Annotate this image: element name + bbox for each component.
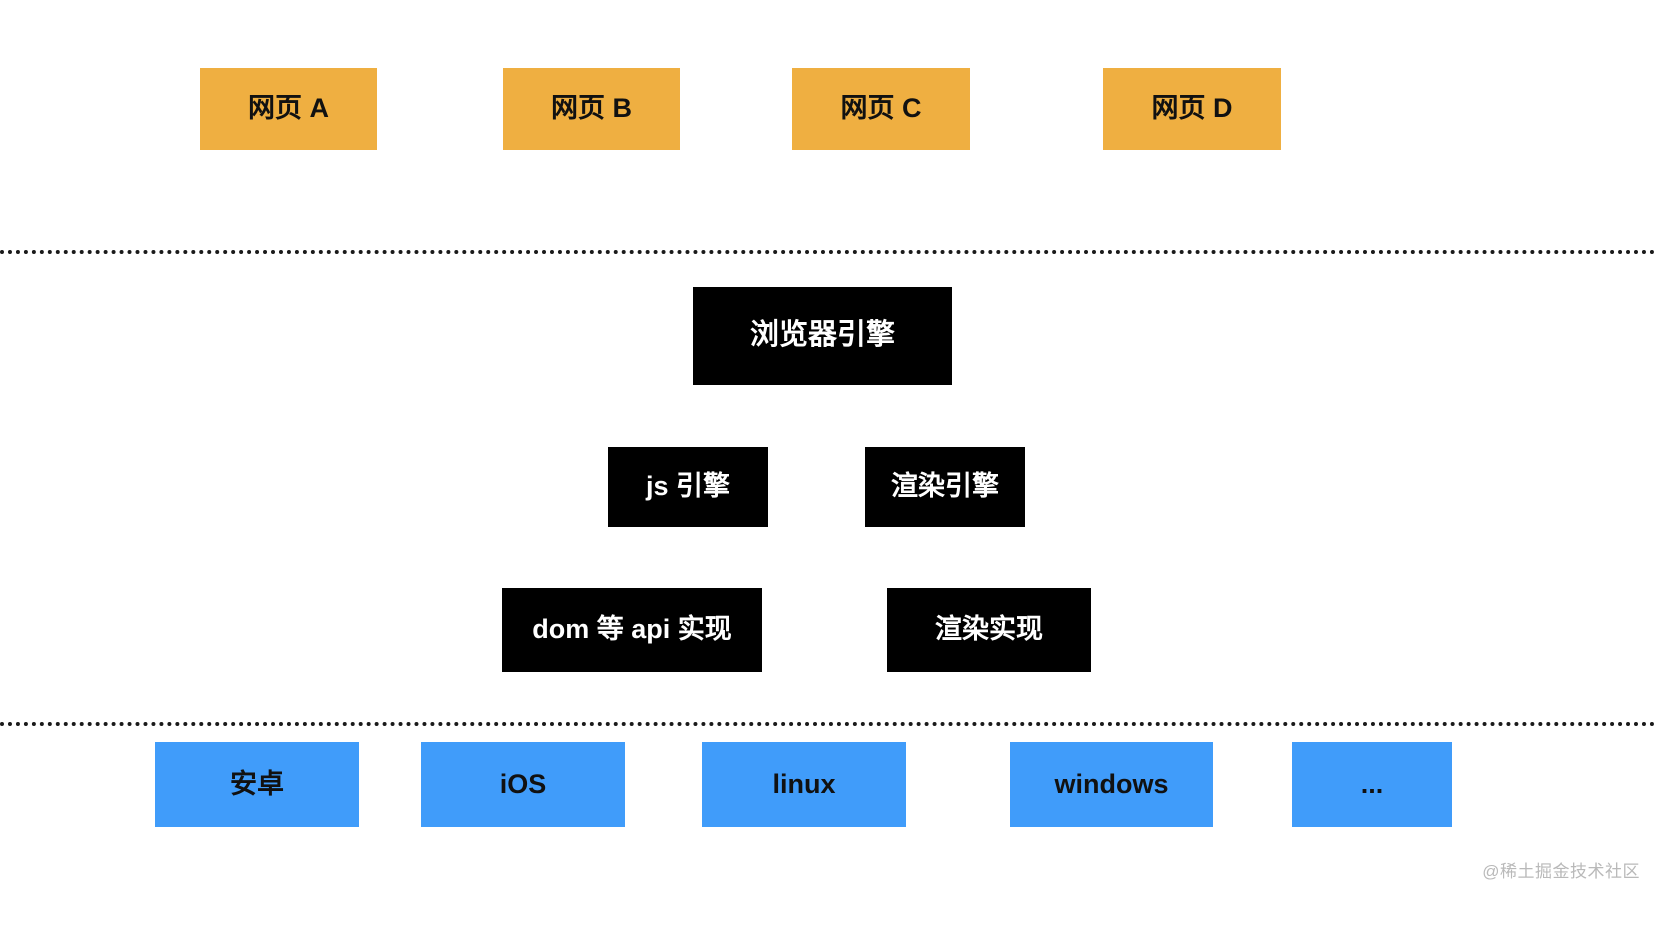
- web-page-label-d: 网页 D: [1151, 93, 1233, 124]
- platform-box-ios: iOS: [421, 742, 625, 827]
- dom-api-implementation-box: dom 等 api 实现: [502, 588, 762, 672]
- divider-web-browser: [0, 250, 1656, 254]
- render-implementation-label: 渲染实现: [935, 614, 1043, 645]
- render-engine-label: 渲染引擎: [891, 471, 999, 502]
- render-engine-box: 渲染引擎: [865, 447, 1025, 527]
- web-page-box-d: 网页 D: [1103, 68, 1281, 150]
- browser-engine-label: 浏览器引擎: [749, 319, 895, 352]
- web-page-label-c: 网页 C: [840, 93, 922, 124]
- platform-label-ios: iOS: [499, 768, 547, 799]
- js-engine-label: js 引擎: [645, 471, 731, 502]
- platform-label-others: ...: [1360, 768, 1384, 799]
- web-page-label-b: 网页 B: [551, 93, 632, 124]
- browser-engine-box: 浏览器引擎: [693, 287, 952, 385]
- dom-api-implementation-label: dom 等 api 实现: [532, 614, 732, 645]
- platform-box-android: 安卓: [155, 742, 359, 827]
- web-page-label-a: 网页 A: [248, 93, 329, 124]
- divider-browser-platform: [0, 722, 1656, 726]
- render-implementation-box: 渲染实现: [887, 588, 1091, 672]
- platform-label-windows: windows: [1054, 768, 1169, 799]
- web-page-box-c: 网页 C: [792, 68, 970, 150]
- platform-label-linux: linux: [772, 768, 836, 799]
- platform-box-windows: windows: [1010, 742, 1213, 827]
- platform-box-linux: linux: [702, 742, 906, 827]
- js-engine-box: js 引擎: [608, 447, 768, 527]
- web-page-box-b: 网页 B: [503, 68, 680, 150]
- web-page-box-a: 网页 A: [200, 68, 377, 150]
- watermark: @稀土掘金技术社区: [1482, 862, 1640, 881]
- platform-label-android: 安卓: [230, 768, 284, 799]
- platform-box-others: ...: [1292, 742, 1452, 827]
